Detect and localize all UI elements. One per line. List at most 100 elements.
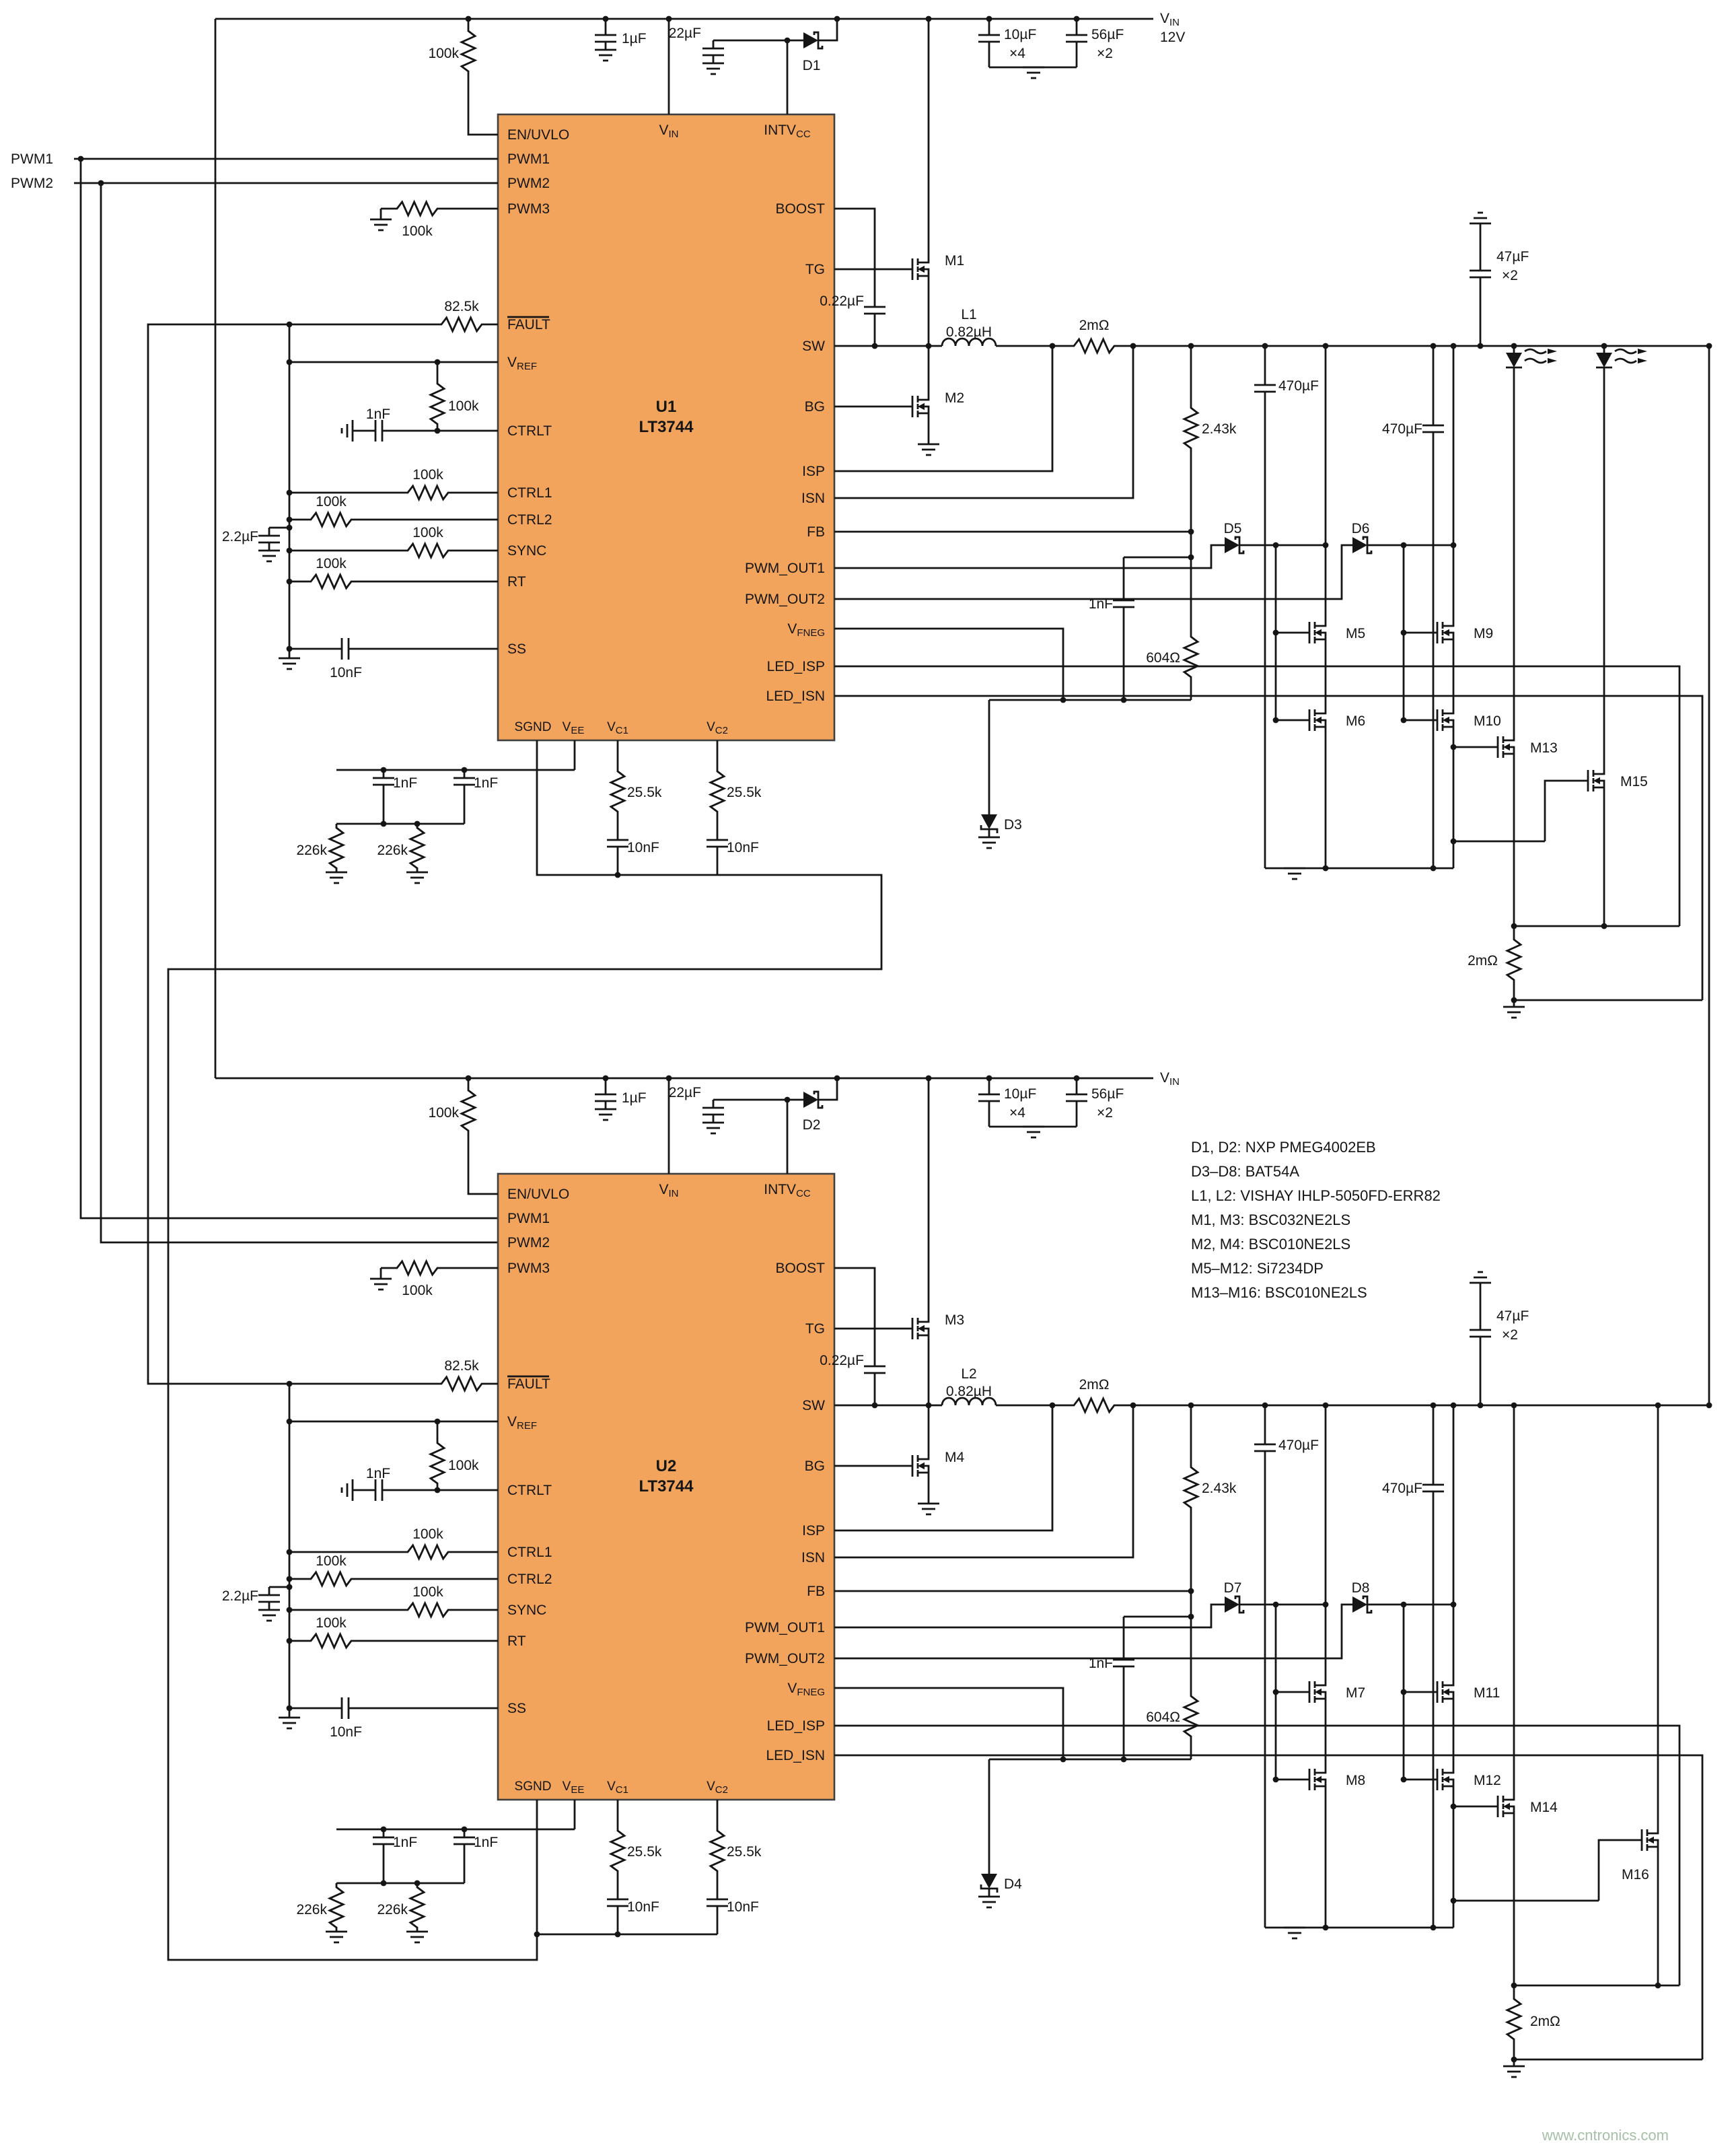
mosfet-m9 bbox=[1425, 612, 1455, 653]
mosfet-m3 bbox=[900, 1308, 930, 1349]
pin-label: CTRLT bbox=[507, 1483, 552, 1498]
component-label: M1 bbox=[945, 253, 964, 269]
capacitor bbox=[593, 26, 618, 51]
wires-led-bank bbox=[834, 1283, 1704, 2066]
component-label: 100k bbox=[316, 556, 347, 571]
component-label: 22µF bbox=[669, 26, 701, 41]
pin-label: VREF bbox=[507, 1414, 537, 1432]
resistor bbox=[1183, 1462, 1199, 1513]
component-label: M13 bbox=[1530, 740, 1558, 756]
pin-label: ISN bbox=[801, 1550, 825, 1565]
component-label: 25.5k bbox=[727, 1844, 762, 1860]
component-label: L2 bbox=[961, 1366, 976, 1382]
wires-shared-buses bbox=[79, 19, 1710, 1961]
pin-label: SGND bbox=[515, 1780, 552, 1794]
component-label: 470µF bbox=[1278, 378, 1319, 394]
component-label: 100k bbox=[412, 1526, 443, 1542]
notes-block: D1, D2: NXP PMEG4002EB D3–D8: BAT54A L1,… bbox=[1191, 1139, 1441, 1301]
pin-label: PWM1 bbox=[507, 1211, 550, 1226]
pin-label: VEE bbox=[563, 720, 585, 736]
resistor bbox=[709, 1825, 725, 1876]
mosfet-m8 bbox=[1297, 1759, 1327, 1800]
component-label: M8 bbox=[1346, 1773, 1365, 1788]
diode-d5 bbox=[1217, 536, 1249, 555]
resistor bbox=[460, 26, 476, 77]
input-pwm1-label: PWM1 bbox=[11, 151, 53, 167]
component-label: M15 bbox=[1620, 774, 1648, 789]
component-label: 10µF bbox=[1004, 1086, 1036, 1102]
pin-label: VIN bbox=[659, 122, 678, 140]
vin-label: VIN bbox=[1160, 1070, 1180, 1088]
pin-label: TG bbox=[805, 262, 825, 277]
pin-label: SYNC bbox=[507, 1602, 546, 1618]
pin-label: SW bbox=[802, 339, 825, 354]
component-label: 10nF bbox=[727, 840, 759, 855]
component-label: 226k bbox=[377, 1902, 408, 1917]
ground-symbol bbox=[916, 1502, 941, 1516]
resistor-led-sense bbox=[1506, 1994, 1522, 2045]
component-label: 22µF bbox=[669, 1085, 701, 1100]
component-label: ×4 bbox=[1009, 1105, 1025, 1121]
ic-part: LT3744 bbox=[639, 1477, 694, 1495]
resistor bbox=[1183, 1691, 1199, 1742]
component-label: 56µF bbox=[1091, 27, 1124, 42]
resistor bbox=[402, 542, 454, 559]
pin-label: BG bbox=[805, 1458, 825, 1474]
pin-label: VEE bbox=[563, 1780, 585, 1796]
component-label: D6 bbox=[1352, 521, 1370, 536]
diode-d7 bbox=[1217, 1595, 1249, 1614]
pin-label: SS bbox=[507, 641, 526, 657]
note-line: M1, M3: BSC032NE2LS bbox=[1191, 1211, 1350, 1228]
pin-label: VC2 bbox=[707, 720, 728, 736]
resistor bbox=[305, 1633, 357, 1649]
pin-label: VC2 bbox=[707, 1780, 728, 1796]
pin-label: FB bbox=[807, 524, 825, 540]
component-label: 1nF bbox=[1089, 1656, 1113, 1671]
component-label: 1nF bbox=[366, 407, 390, 422]
component-label: M5 bbox=[1346, 626, 1365, 641]
component-label: D1 bbox=[803, 58, 821, 73]
component-label: 226k bbox=[296, 843, 327, 858]
component-label: 2mΩ bbox=[1530, 2014, 1560, 2029]
resistor bbox=[460, 1085, 476, 1136]
pin-label: VFNEG bbox=[787, 1681, 825, 1698]
led bbox=[1505, 345, 1558, 377]
ground-symbol bbox=[405, 1930, 429, 1944]
ground-symbol bbox=[977, 1895, 1001, 1909]
wires-input-rail bbox=[215, 17, 1153, 250]
resistor-led-sense bbox=[1506, 934, 1522, 985]
wires-led-bank bbox=[834, 223, 1704, 1007]
capacitor bbox=[593, 1085, 618, 1111]
ground-symbol bbox=[701, 62, 725, 75]
mosfet-m1 bbox=[900, 249, 930, 289]
pin-label: TG bbox=[805, 1321, 825, 1337]
component-label: 1nF bbox=[474, 775, 498, 791]
component-label: M6 bbox=[1346, 713, 1365, 729]
pin-label: PWM2 bbox=[507, 176, 550, 191]
ic-u1 bbox=[497, 113, 836, 742]
component-label: D5 bbox=[1224, 521, 1242, 536]
ground-symbol bbox=[257, 1609, 281, 1622]
component-label: 82.5k bbox=[444, 1358, 479, 1374]
capacitor bbox=[452, 1828, 476, 1854]
component-label: 56µF bbox=[1091, 1086, 1124, 1102]
component-label: 1nF bbox=[393, 775, 417, 791]
capacitor bbox=[701, 39, 725, 65]
resistor bbox=[305, 512, 357, 528]
component-label: 10µF bbox=[1004, 27, 1036, 42]
input-pwm2-label: PWM2 bbox=[11, 176, 53, 191]
note-line: L1, L2: VISHAY IHLP-5050FD-ERR82 bbox=[1191, 1187, 1441, 1204]
mosfet-m4 bbox=[900, 1446, 930, 1486]
component-label: 10nF bbox=[330, 665, 362, 680]
component-label: 604Ω bbox=[1146, 650, 1180, 666]
component-label: 2.43k bbox=[1202, 1481, 1237, 1496]
pin-label: EN/UVLO bbox=[507, 1187, 569, 1202]
resistor bbox=[328, 822, 345, 874]
capacitor bbox=[332, 637, 358, 661]
diode-d6 bbox=[1344, 536, 1377, 555]
component-label: 1nF bbox=[366, 1466, 390, 1481]
note-line: M2, M4: BSC010NE2LS bbox=[1191, 1236, 1350, 1253]
component-label: 2.2µF bbox=[222, 529, 258, 544]
component-label: ×2 bbox=[1502, 1327, 1518, 1343]
